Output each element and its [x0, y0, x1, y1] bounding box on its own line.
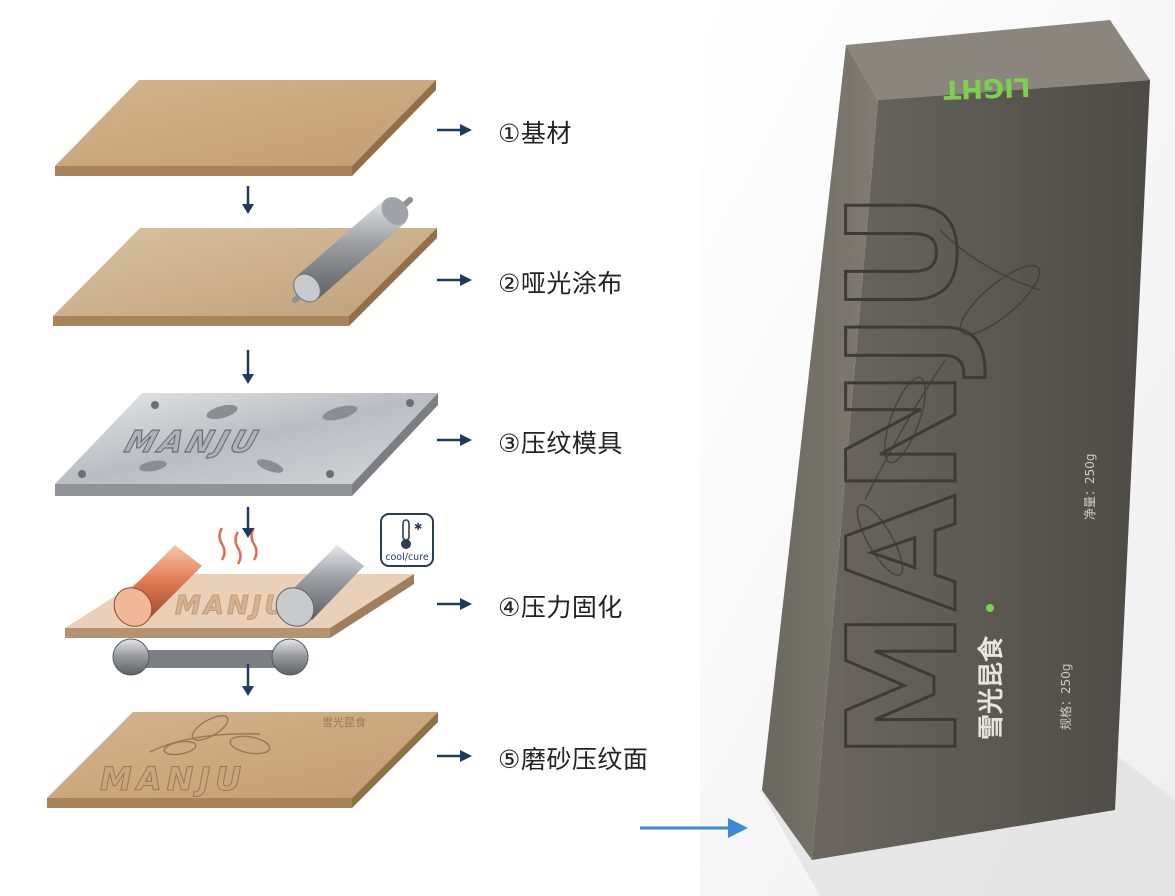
leaf-engraving-icon: [206, 404, 238, 420]
layer-pressure-curing: MANJU: [65, 527, 414, 676]
cool-cure-label: cool/cure: [385, 552, 429, 563]
cool-cure-badge: ✱ cool/cure: [380, 513, 434, 567]
embossed-cn-name: 雪光昆食: [322, 715, 366, 729]
box-brand-text: MANJU: [817, 191, 991, 760]
step-label-pressure-curing: ④压力固化: [498, 593, 623, 622]
layer-matte-coating: [53, 197, 437, 326]
leaf-engraving-icon: [322, 405, 358, 421]
product-box: MANJU LIGHT 雪光昆食 净量：250g 规格：250g: [762, 20, 1150, 860]
thermometer-snowflake-icon: ✱: [401, 519, 422, 549]
down-arrow-icon: [242, 350, 254, 384]
box-cn-name: 雪光昆食: [976, 635, 1007, 740]
die-engraving: MANJU: [121, 425, 266, 460]
sheet-embossed-text: MANJU: [175, 591, 289, 621]
leaf-pattern-icon: [856, 229, 1041, 576]
down-arrow-icon: [242, 186, 254, 214]
down-arrow-icon: [242, 507, 254, 538]
box-net-weight: 净量：250g: [1083, 453, 1097, 520]
right-arrow-icon: [437, 124, 472, 136]
down-arrows: [242, 186, 254, 696]
layer-substrate: [55, 80, 436, 176]
box-spec-text: 规格：250g: [1058, 663, 1073, 730]
box-line-label: LIGHT: [942, 71, 1030, 104]
step-label-substrate: ①基材: [498, 119, 572, 148]
leaf-engraving-icon: [139, 460, 167, 472]
embossed-leaf-icon: [149, 715, 271, 756]
step-label-frosted-surface: ⑤磨砂压纹面: [498, 745, 649, 774]
svg-text:✱: ✱: [414, 522, 422, 533]
pressure-roller: [275, 545, 364, 627]
step-label-embossing-die: ③压纹模具: [498, 429, 623, 458]
layer-embossing-die: MANJU: [55, 393, 438, 496]
right-arrow-icon: [437, 274, 472, 286]
green-dot: [986, 604, 994, 612]
coating-roller: [292, 197, 413, 303]
right-arrows: [437, 124, 472, 762]
right-arrow-icon: [437, 598, 472, 610]
layer-frosted-surface: MANJU 雪光昆食: [47, 712, 438, 808]
embossed-brand: MANJU: [100, 760, 246, 798]
step-label-matte-coating: ②哑光涂布: [498, 269, 623, 298]
result-arrow-icon: [640, 818, 748, 838]
heated-roller: [113, 545, 202, 627]
right-arrow-icon: [437, 434, 472, 446]
right-arrow-icon: [437, 750, 472, 762]
down-arrow-icon: [242, 664, 254, 696]
leaf-engraving-icon: [256, 459, 284, 473]
